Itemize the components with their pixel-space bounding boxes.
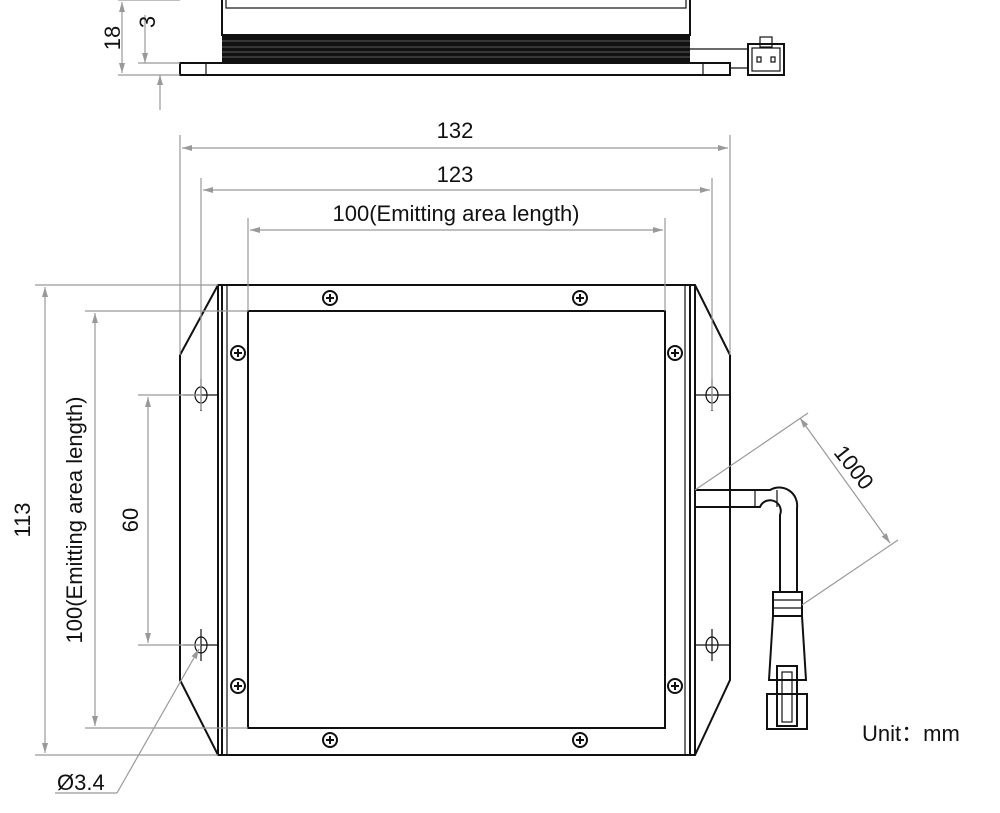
mounting-hole-icons: [183, 379, 730, 661]
dim-hole-pitch-vertical: 60: [118, 508, 143, 532]
dim-hole-pitch-horizontal: 123: [437, 162, 474, 187]
dim-emitting-width: 100(Emitting area length): [332, 201, 579, 226]
dim-emitting-height: 100(Emitting area length): [62, 396, 87, 643]
mounting-hole-icon: [694, 629, 730, 661]
dimensions: 132 123 100(Emitting area length) 113 10…: [10, 118, 960, 795]
emitting-area: [247, 310, 666, 729]
dim-flange-thickness: 3: [135, 16, 160, 28]
side-connector-icon: [747, 36, 785, 76]
dim-width-overall: 132: [437, 118, 474, 143]
heatsink-fins: [222, 35, 690, 62]
cable-and-connector: [695, 486, 808, 730]
dim-cable-length: 1000: [829, 440, 879, 494]
screw-icon: [667, 345, 683, 361]
screw-icon: [230, 345, 246, 361]
screw-icon: [572, 290, 588, 306]
connector-strain-relief: [772, 591, 803, 617]
screw-icon: [667, 678, 683, 694]
screw-icons: [230, 290, 683, 748]
screw-icon: [572, 732, 588, 748]
dim-hole-diameter: Ø3.4: [57, 770, 105, 795]
side-view: 18 3: [100, 0, 785, 110]
connector-plug-icon: [766, 693, 808, 730]
dim-height-total: 18: [100, 26, 125, 50]
screw-icon: [322, 290, 338, 306]
dim-height-overall: 113: [10, 502, 35, 537]
unit-label: Unit：mm: [862, 721, 960, 746]
front-view: [179, 284, 731, 756]
screw-icon: [322, 732, 338, 748]
screw-icon: [230, 678, 246, 694]
